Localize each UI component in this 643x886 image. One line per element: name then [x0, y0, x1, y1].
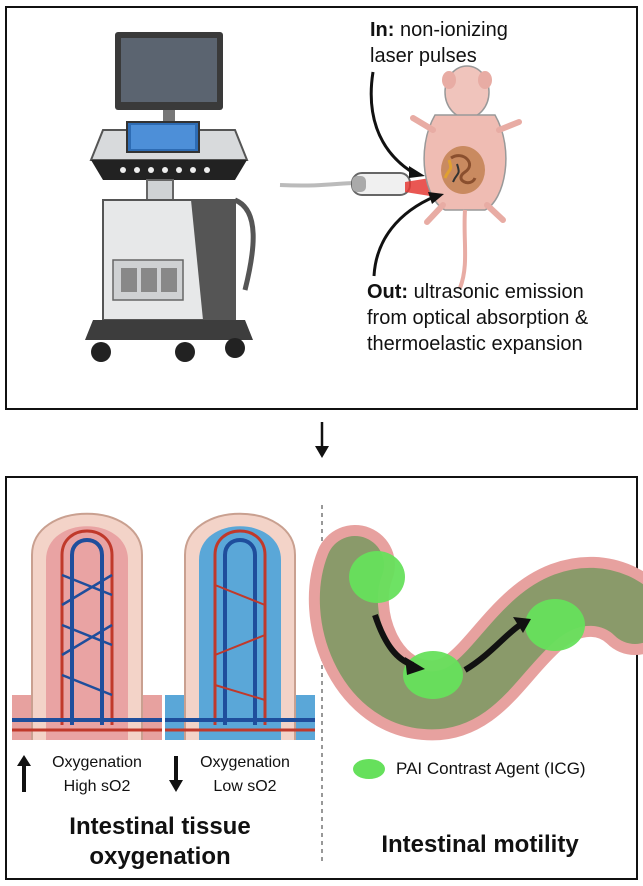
high-oxygenation-label: Oxygenation: [52, 754, 142, 771]
out-arrow: [372, 192, 444, 277]
low-so2-label: Low sO2: [213, 778, 277, 795]
legend-label: PAI Contrast Agent (ICG): [396, 759, 586, 778]
in-label-keyword: In:: [370, 19, 395, 41]
arrow-down-icon: [169, 756, 183, 792]
intestine-icon: [308, 525, 643, 741]
villus-low-oxygen-icon: [165, 512, 315, 740]
left-caption-line1: Intestinal tissue: [69, 813, 251, 840]
out-label: Out: ultrasonic emission: [367, 280, 584, 304]
in-label: In: non-ionizing: [370, 18, 508, 42]
right-caption: Intestinal motility: [381, 831, 579, 858]
mouse-icon: [410, 65, 522, 289]
high-so2-label: High sO2: [63, 778, 131, 795]
low-oxygenation-label: Oxygenation: [200, 754, 290, 771]
out-label-line2: from optical absorption &: [367, 307, 589, 329]
transducer-icon: [279, 172, 411, 196]
legend-swatch: [353, 759, 385, 779]
in-arrow: [369, 71, 425, 178]
in-label-line2: laser pulses: [370, 45, 477, 67]
in-label-text-1: non-ionizing: [400, 19, 508, 41]
arrow-up-icon: [17, 755, 31, 792]
down-arrow-icon: [315, 422, 329, 458]
left-caption-line2: oxygenation: [89, 843, 231, 870]
out-label-line3: thermoelastic expansion: [367, 333, 583, 355]
villus-high-oxygen-icon: [12, 512, 162, 740]
out-label-text-1: ultrasonic emission: [413, 281, 584, 303]
out-label-keyword: Out:: [367, 281, 409, 303]
ultrasound-machine-icon: [85, 32, 256, 362]
